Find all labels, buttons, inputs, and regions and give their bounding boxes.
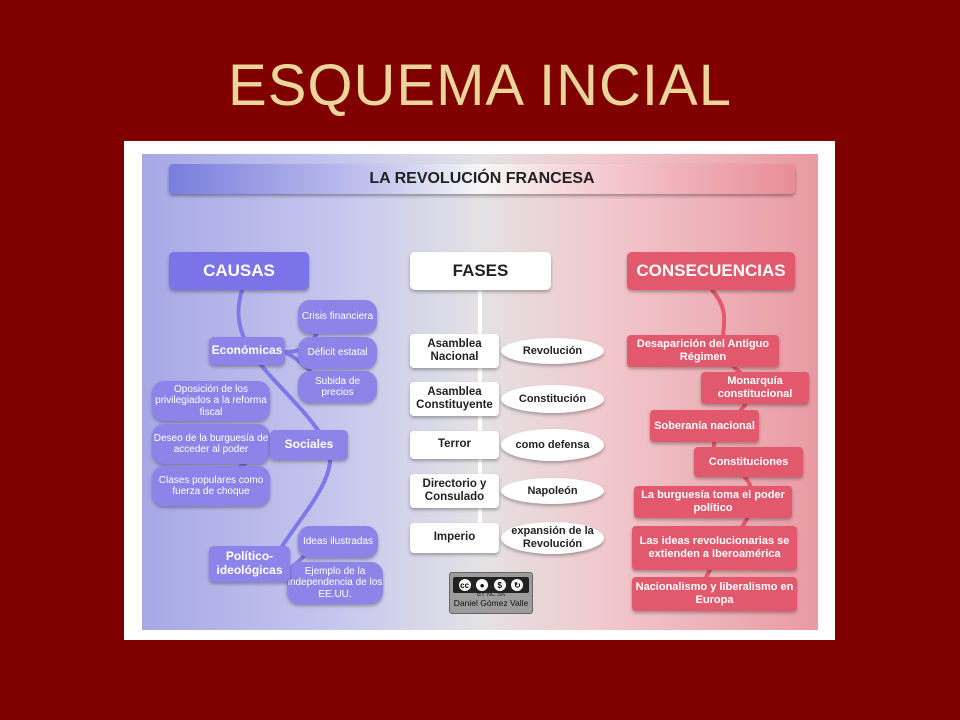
clases-populares-node: Clases populares como fuerza de choque [152, 466, 270, 506]
deficit-estatal-node: Déficit estatal [298, 337, 377, 369]
fase-asamblea-nacional: Asamblea Nacional [410, 334, 499, 368]
sociales-node: Sociales [270, 430, 348, 460]
cc-icons: cc ● $ ↻ [453, 577, 529, 593]
attribution-icon: ● [476, 579, 489, 591]
consecuencia-soberania-nacional: Soberanía nacional [650, 410, 759, 442]
fase-directorio-consulado: Directorio y Consulado [410, 474, 499, 508]
fase-note-constitucion: Constitución [501, 385, 604, 413]
consecuencia-ideas-iberoamerica: Las ideas revolucionarias se extienden a… [632, 526, 797, 570]
politico-ideologicas-node: Político-ideológicas [209, 546, 290, 582]
fase-asamblea-constituyente: Asamblea Constituyente [410, 382, 499, 416]
fase-note-napoleon: Napoleón [501, 478, 604, 504]
fase-imperio: Imperio [410, 523, 499, 553]
license-author: Daniel Gómez Valle [453, 598, 529, 609]
consecuencia-antiguo-regimen: Desaparición del Antiguo Régimen [627, 335, 779, 367]
map-title: LA REVOLUCIÓN FRANCESA [169, 164, 795, 194]
fase-note-como-defensa: como defensa [501, 429, 604, 461]
noncommercial-icon: $ [493, 579, 506, 591]
fases-header: FASES [410, 252, 551, 290]
subida-precios-node: Subida de precios [298, 371, 377, 403]
fase-note-revolucion: Revolución [501, 338, 604, 364]
consecuencia-nacionalismo-liberalismo: Nacionalismo y liberalismo en Europa [632, 577, 797, 611]
consecuencia-constituciones: Constituciones [694, 447, 803, 477]
oposicion-privilegiados-node: Oposición de los privilegiados a la refo… [152, 381, 270, 421]
consecuencias-header: CONSECUENCIAS [627, 252, 795, 290]
causas-header: CAUSAS [169, 252, 309, 290]
ejemplo-independencia-node: Ejemplo de la independencia de los EE.UU… [287, 562, 383, 604]
cc-badge-text: BY NC SA [477, 592, 505, 598]
concept-map: LA REVOLUCIÓN FRANCESA CAUSAS Crisis fin… [142, 154, 818, 630]
cc-icon: cc [458, 579, 471, 591]
consecuencia-monarquia-constitucional: Monarquía constitucional [701, 372, 809, 404]
concept-map-image: LA REVOLUCIÓN FRANCESA CAUSAS Crisis fin… [124, 141, 835, 640]
sharealike-icon: ↻ [511, 579, 524, 591]
cc-license-badge: cc ● $ ↻ BY NC SA Daniel Gómez Valle [449, 572, 533, 614]
consecuencia-burguesia-poder: La burguesía toma el poder político [634, 486, 792, 518]
slide-title: ESQUEMA INCIAL [228, 53, 732, 118]
fase-note-expansion: expansión de la Revolución [501, 522, 604, 554]
fase-terror: Terror [410, 431, 499, 459]
economicas-node: Económicas [209, 337, 285, 365]
crisis-financiera-node: Crisis financiera [298, 300, 377, 334]
deseo-burguesia-node: Deseo de la burguesía de acceder al pode… [152, 424, 270, 464]
ideas-ilustradas-node: Ideas ilustradas [298, 526, 378, 558]
